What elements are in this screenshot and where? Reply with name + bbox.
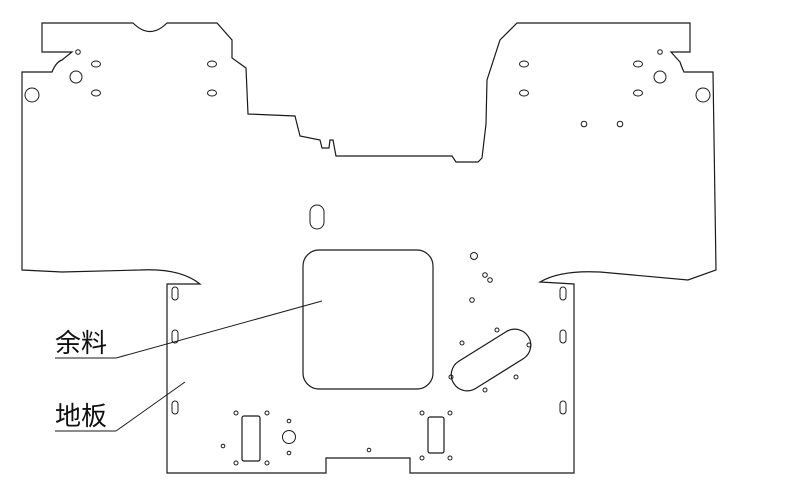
hole-mid-right-1 (470, 252, 478, 260)
edge-slot-right-2 (559, 329, 567, 344)
hole-mid-right-4 (469, 297, 475, 303)
round-hole-lower (282, 430, 296, 444)
slot-left-1 (91, 60, 101, 68)
hole-mid-right-3 (487, 277, 493, 283)
label-floor-panel: 地板 (55, 402, 107, 432)
rect-cutout-right (427, 416, 445, 454)
round-hole-lower-top (286, 418, 292, 424)
hole-right-large (695, 87, 711, 103)
hole-right-small-2 (580, 120, 588, 128)
cutout-right-bolt-2 (447, 410, 453, 416)
leader-line-waste-diag (115, 300, 323, 359)
center-vertical-slot (309, 204, 325, 230)
round-hole-lower-bottom (286, 450, 292, 456)
oblong-bolt-2 (526, 342, 532, 348)
label-waste-material: 余料 (55, 329, 107, 359)
hole-left-medium (69, 70, 83, 84)
cutout-right-bolt-3 (419, 455, 425, 461)
slot-right-2 (519, 89, 529, 97)
hole-left-small-1 (75, 49, 81, 55)
oblong-bolt-6 (513, 374, 519, 380)
oblong-bolt-1 (494, 327, 500, 333)
cutout-left-bolt-1 (233, 410, 239, 416)
hole-right-medium (653, 70, 667, 84)
slot-right-3 (633, 60, 643, 68)
waste-material-cutout (302, 249, 434, 390)
oblong-bolt-5 (482, 387, 488, 393)
leader-line-floor-diag (115, 381, 186, 432)
slot-right-4 (633, 89, 643, 97)
slot-right-1 (519, 60, 529, 68)
edge-slot-right-3 (559, 400, 567, 415)
hole-mid-right-2 (482, 272, 488, 278)
oblong-bolt-3 (459, 340, 465, 346)
cutout-right-bolt-4 (447, 455, 453, 461)
edge-slot-left-1 (171, 286, 179, 301)
rect-cutout-left (241, 415, 261, 462)
slot-left-4 (207, 89, 217, 97)
cutout-left-bolt-5 (220, 443, 226, 449)
hole-left-large (24, 87, 40, 103)
edge-slot-left-3 (171, 400, 179, 415)
cutout-right-bolt-1 (419, 410, 425, 416)
cutout-left-bolt-3 (233, 460, 239, 466)
edge-slot-right-1 (559, 286, 567, 301)
edge-slot-left-2 (171, 329, 179, 344)
hole-right-small-3 (616, 120, 624, 128)
slot-left-3 (207, 60, 217, 68)
oblong-inspection-hole (450, 328, 532, 392)
panel-outline (21, 22, 717, 474)
small-hole-bottom-center (366, 447, 372, 453)
oblong-bolt-4 (448, 374, 454, 380)
slot-left-2 (91, 89, 101, 97)
hole-right-small-1 (657, 49, 663, 55)
cutout-left-bolt-4 (264, 460, 270, 466)
cutout-left-bolt-2 (264, 410, 270, 416)
